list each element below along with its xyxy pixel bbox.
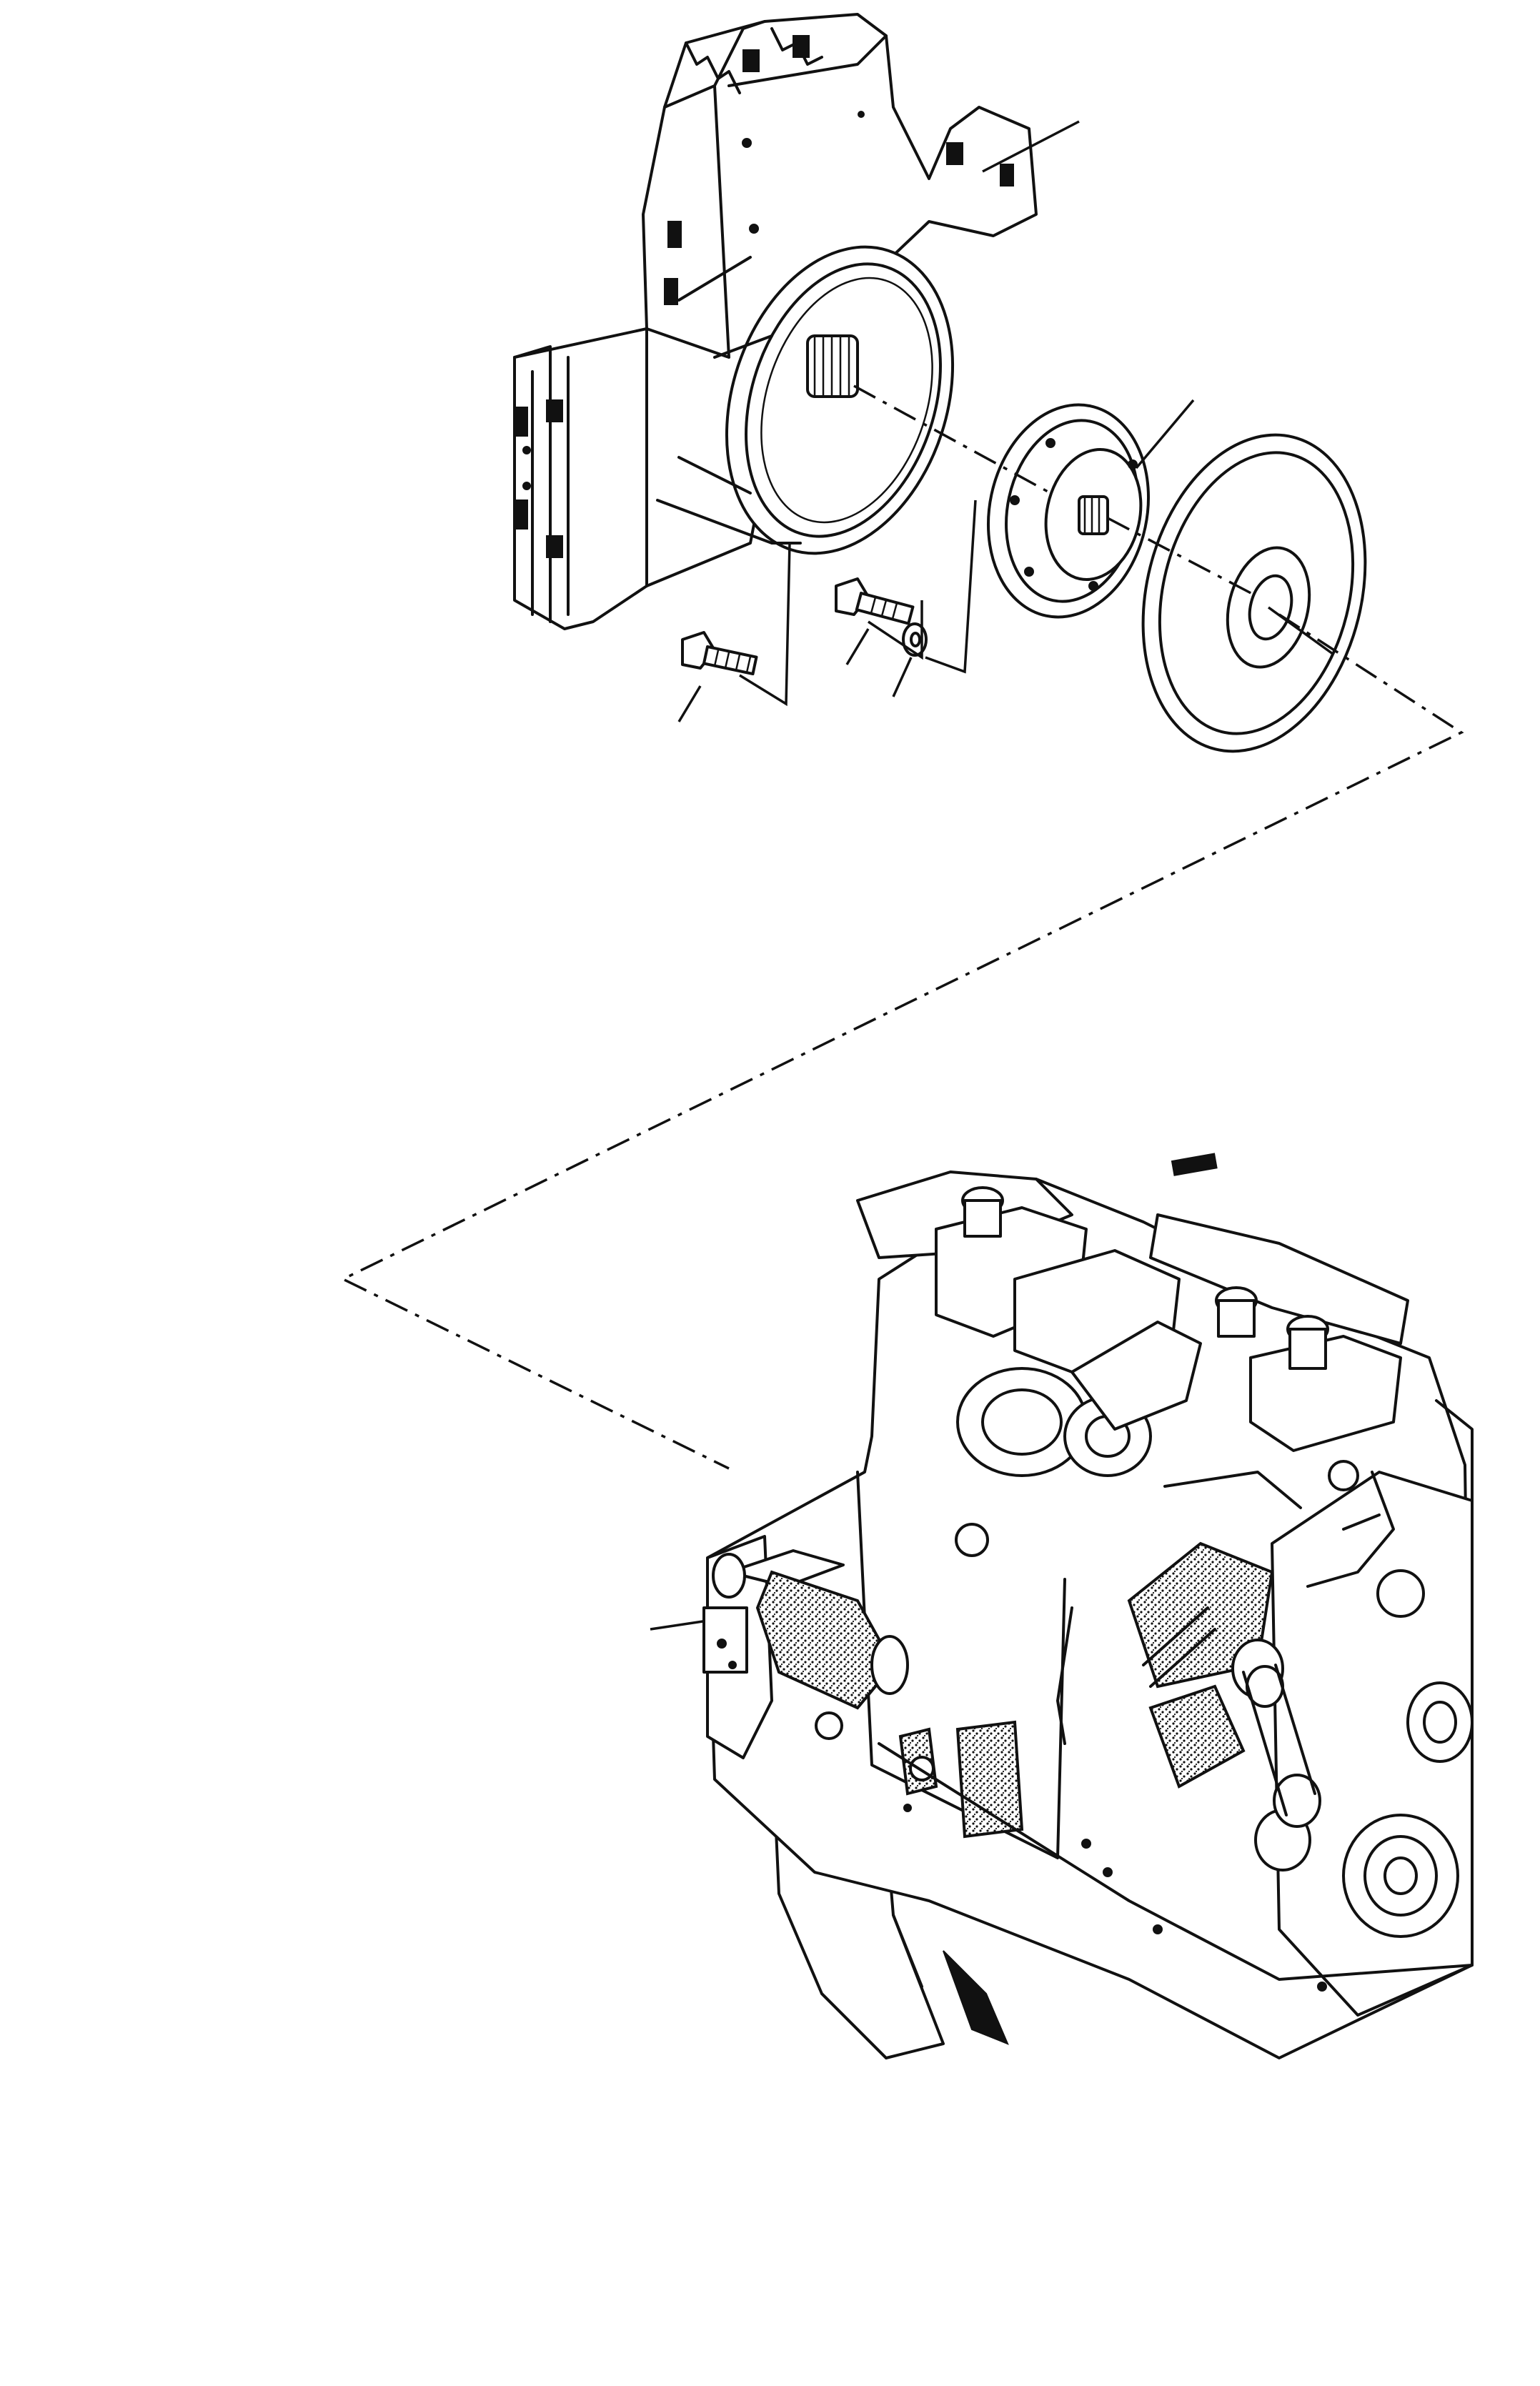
crankshaft-adapter <box>986 403 1151 619</box>
exploded-view-brackets <box>739 499 977 707</box>
assembly-centerline <box>340 384 1464 1470</box>
housing-capscrew <box>681 631 758 676</box>
engine-assembly <box>702 1153 1474 2059</box>
flywheel-ring-gear <box>1141 433 1367 753</box>
adapter-capscrew <box>835 577 915 625</box>
flywheel-housing <box>513 13 1038 630</box>
